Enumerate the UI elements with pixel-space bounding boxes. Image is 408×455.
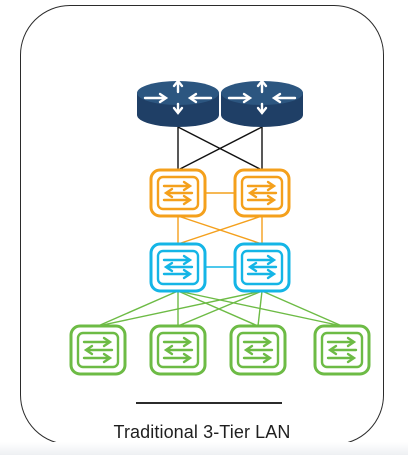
- link-d2-a4: [261, 290, 343, 327]
- caption-divider: [136, 402, 282, 404]
- router-core-links: [177, 126, 263, 171]
- bottom-edge-fade: [0, 442, 408, 455]
- router-icon: [221, 79, 303, 127]
- access-switch-icon: [69, 324, 127, 376]
- link-d2-a2: [177, 290, 263, 327]
- router-icon: [137, 79, 219, 127]
- link-d1-a3: [177, 290, 259, 327]
- core-distribution-links: [177, 192, 263, 245]
- layer3-switch-icon: [233, 242, 291, 293]
- access-switch-icon: [229, 324, 287, 376]
- link-r2-c1: [177, 126, 263, 171]
- layer3-switch-icon: [149, 168, 207, 218]
- link-c2-d1: [177, 215, 263, 245]
- link-d1-a1: [97, 290, 179, 327]
- layer3-switch-icon: [233, 168, 291, 218]
- layer3-switch-icon: [149, 242, 207, 293]
- access-switch-icon: [149, 324, 207, 376]
- link-d2-a1: [97, 290, 263, 327]
- diagram-caption: Traditional 3-Tier LAN: [113, 422, 291, 442]
- link-d2-a3: [257, 290, 263, 327]
- distribution-access-links: [97, 290, 343, 327]
- access-switch-icon: [313, 324, 371, 376]
